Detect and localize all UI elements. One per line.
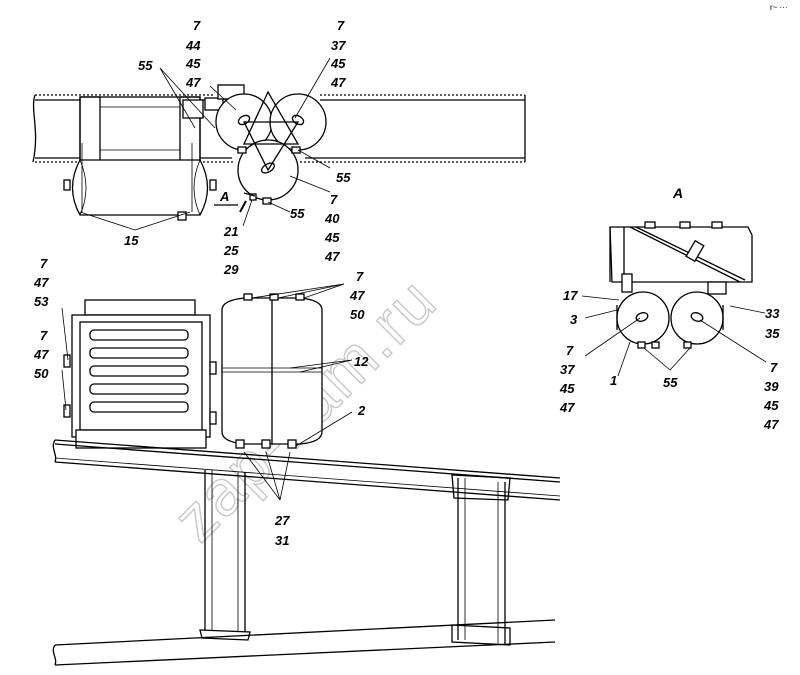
label-53: 53 bbox=[34, 294, 49, 309]
label-55-low: 55 bbox=[290, 206, 305, 221]
label-7-ml-a: 7 bbox=[40, 256, 48, 271]
label-47-va-left: 47 bbox=[559, 400, 575, 415]
label-35: 35 bbox=[765, 326, 780, 341]
label-21: 21 bbox=[223, 224, 238, 239]
label-45-top-right: 45 bbox=[330, 56, 346, 71]
label-25: 25 bbox=[223, 243, 239, 258]
label-50-mc: 50 bbox=[350, 307, 365, 322]
side-leaders bbox=[61, 283, 353, 501]
label-7-top-left: 7 bbox=[193, 18, 201, 33]
label-27: 27 bbox=[274, 513, 290, 528]
view-a-letter: A bbox=[219, 189, 229, 204]
top-air-receiver bbox=[63, 143, 217, 221]
corner-mark: r~ ··· bbox=[770, 3, 788, 12]
label-1: 1 bbox=[610, 373, 617, 388]
view-a-cylinders bbox=[616, 291, 724, 349]
top-cylinder-cluster bbox=[215, 84, 327, 205]
label-47-mc: 47 bbox=[349, 288, 365, 303]
label-7-mc: 7 bbox=[356, 269, 364, 284]
label-47-top-right: 47 bbox=[330, 75, 346, 90]
label-33: 33 bbox=[765, 306, 780, 321]
label-7-va-right: 7 bbox=[770, 360, 778, 375]
view-a-pointer: A bbox=[214, 189, 247, 213]
label-47-40: 47 bbox=[324, 249, 340, 264]
label-3: 3 bbox=[570, 312, 578, 327]
label-45-va-left: 45 bbox=[559, 381, 575, 396]
label-40: 40 bbox=[324, 211, 340, 226]
label-45-va-right: 45 bbox=[763, 398, 779, 413]
label-55-top: 55 bbox=[138, 58, 153, 73]
label-7-ml-b: 7 bbox=[40, 328, 48, 343]
side-lower-rail bbox=[52, 619, 556, 666]
label-45-40: 45 bbox=[324, 230, 340, 245]
label-7-40: 7 bbox=[330, 192, 338, 207]
label-7-top-right: 7 bbox=[337, 18, 345, 33]
side-tall-cylinders bbox=[221, 293, 323, 449]
label-55-va: 55 bbox=[663, 375, 678, 390]
top-bracket-assembly bbox=[79, 96, 224, 163]
label-15: 15 bbox=[124, 233, 139, 248]
view-a-title: A bbox=[672, 185, 683, 201]
label-44: 44 bbox=[185, 38, 201, 53]
label-2: 2 bbox=[357, 403, 366, 418]
label-47-top-left: 47 bbox=[185, 75, 201, 90]
label-39: 39 bbox=[764, 379, 779, 394]
view-a-battery-box bbox=[609, 221, 753, 295]
label-47-va-right: 47 bbox=[763, 417, 779, 432]
label-17: 17 bbox=[563, 288, 578, 303]
label-45-top-left: 45 bbox=[185, 56, 201, 71]
label-31: 31 bbox=[275, 533, 289, 548]
top-leaders bbox=[79, 57, 331, 231]
label-55-mid: 55 bbox=[336, 170, 351, 185]
label-37-va: 37 bbox=[560, 362, 575, 377]
view-a-leaders bbox=[581, 295, 767, 377]
label-7-va-left: 7 bbox=[566, 343, 574, 358]
label-29: 29 bbox=[223, 262, 239, 277]
label-47-ml-b: 47 bbox=[33, 347, 49, 362]
side-battery-box bbox=[63, 299, 217, 449]
label-50-ml-b: 50 bbox=[34, 366, 49, 381]
label-47-ml-a: 47 bbox=[33, 275, 49, 290]
side-vertical-posts bbox=[199, 470, 511, 646]
label-12: 12 bbox=[354, 354, 369, 369]
label-37-top-right: 37 bbox=[331, 38, 346, 53]
